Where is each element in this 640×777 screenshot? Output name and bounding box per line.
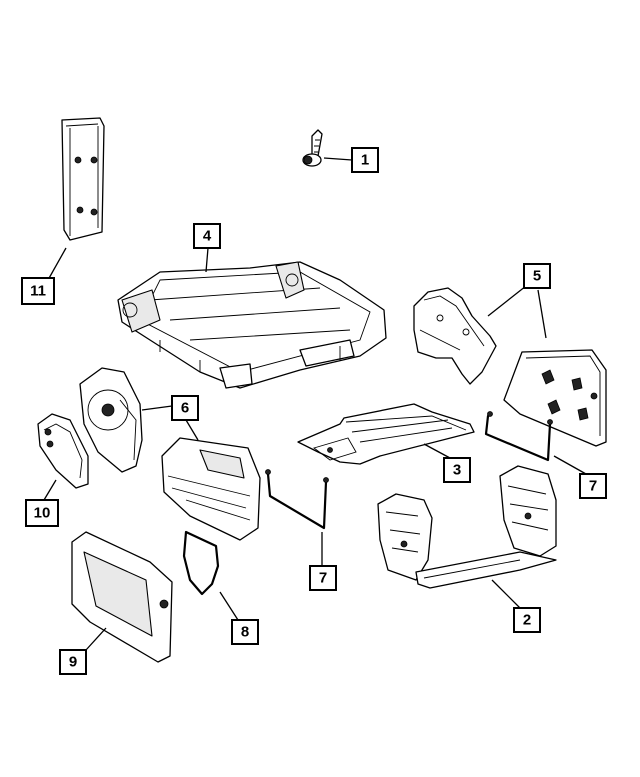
callout-6: 6 xyxy=(171,395,199,421)
part-7-wire-right xyxy=(484,411,553,462)
callout-label: 4 xyxy=(203,228,212,245)
callout-9: 9 xyxy=(59,649,87,675)
leader-9 xyxy=(85,627,107,651)
part-8-wire-loop xyxy=(182,530,220,596)
leader-5a xyxy=(487,285,527,317)
part-3-seat-pan xyxy=(297,403,475,465)
callout-label: 7 xyxy=(319,570,327,587)
callout-11: 11 xyxy=(21,277,55,305)
part-5-side-shield xyxy=(413,287,497,385)
callout-3: 3 xyxy=(443,457,471,483)
callout-label: 6 xyxy=(181,400,189,417)
callout-label: 5 xyxy=(533,268,541,285)
callout-label: 8 xyxy=(241,624,249,641)
part-5-shield-cover xyxy=(503,349,607,447)
leader-6b xyxy=(185,419,199,441)
leader-2 xyxy=(491,579,521,609)
callout-2: 2 xyxy=(513,607,541,633)
callout-1: 1 xyxy=(351,147,379,173)
callout-7-left: 7 xyxy=(309,565,337,591)
part-11-back-panel xyxy=(61,117,105,241)
part-9-back-panel xyxy=(71,531,173,663)
leader-10 xyxy=(43,479,57,501)
leader-3 xyxy=(423,443,451,459)
leader-5b xyxy=(537,289,547,339)
part-7-wire-left xyxy=(265,469,329,530)
callout-5: 5 xyxy=(523,263,551,289)
leader-8 xyxy=(219,591,239,621)
leader-6a xyxy=(141,405,173,411)
callout-label: 11 xyxy=(30,283,46,300)
callout-label: 2 xyxy=(523,612,531,629)
part-6-side-trim xyxy=(161,437,261,541)
part-10-handle xyxy=(37,413,89,489)
callout-8: 8 xyxy=(231,619,259,645)
leader-11 xyxy=(47,247,67,281)
leader-4 xyxy=(205,247,209,273)
part-2-riser xyxy=(377,465,557,589)
callout-label: 7 xyxy=(589,478,597,495)
callout-label: 3 xyxy=(453,462,461,479)
callout-label: 9 xyxy=(69,654,77,671)
callout-10: 10 xyxy=(25,499,59,527)
part-6-recliner-cover xyxy=(79,367,143,473)
leader-1 xyxy=(323,157,353,161)
part-4-seat-frame xyxy=(117,261,387,389)
callout-label: 10 xyxy=(34,505,51,522)
callout-label: 1 xyxy=(361,152,369,169)
callout-4: 4 xyxy=(193,223,221,249)
callout-7-right: 7 xyxy=(579,473,607,499)
part-1-pin xyxy=(302,129,323,167)
leader-7b xyxy=(553,455,587,475)
